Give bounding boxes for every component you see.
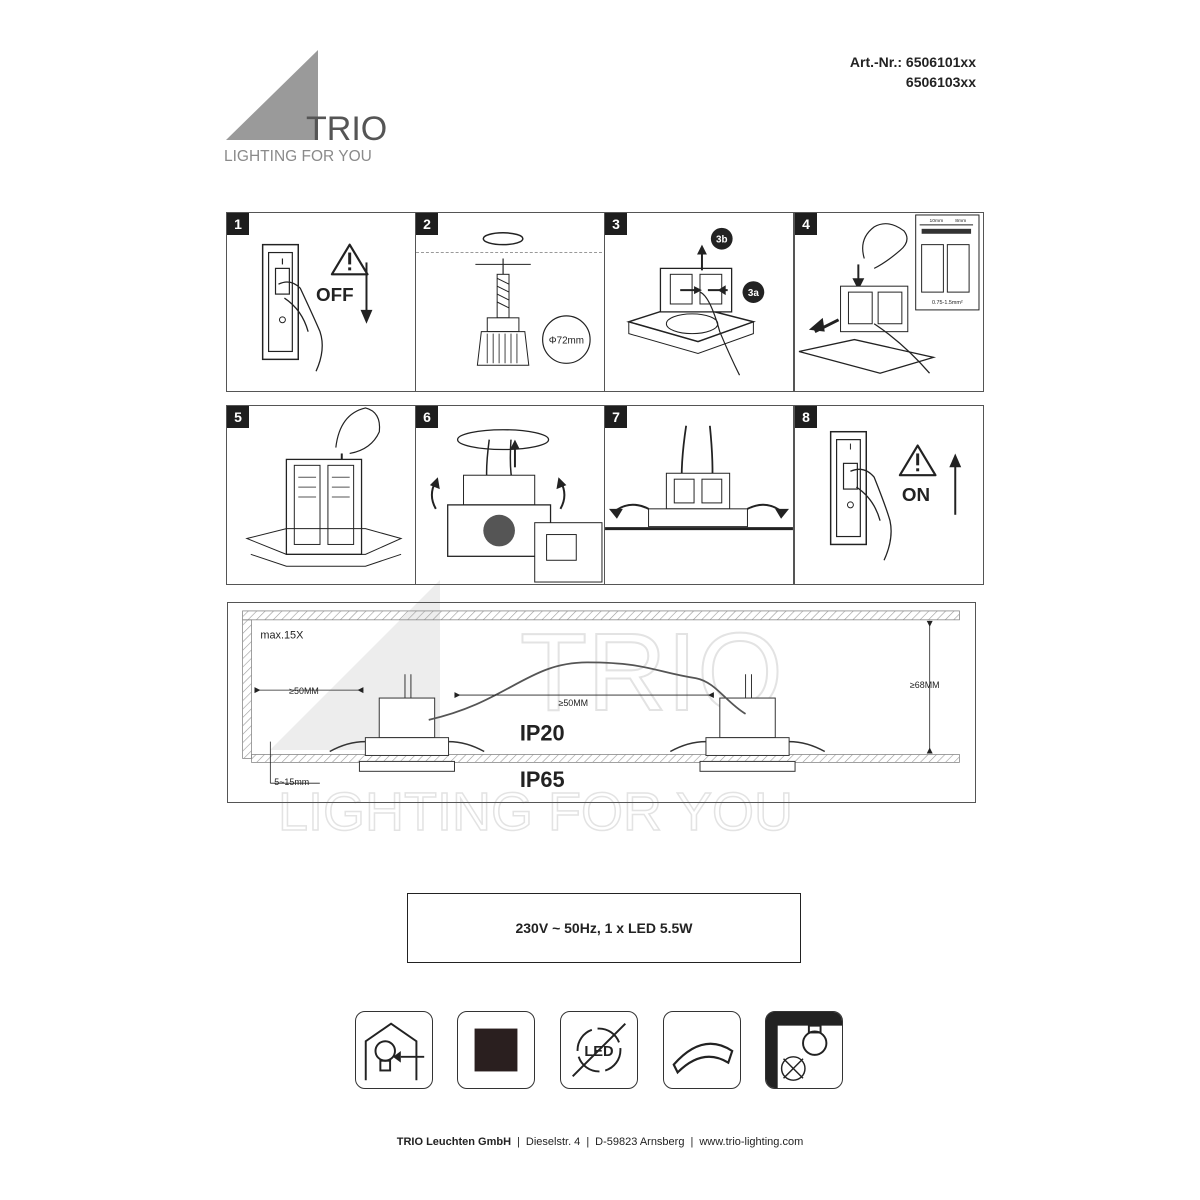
switch-on-illustration: ON — [829, 430, 962, 561]
insert-fixture-illustration — [429, 429, 603, 583]
ip-above-label: IP20 — [520, 721, 565, 746]
switch-off-illustration: OFF — [261, 243, 373, 372]
fixture-left — [329, 674, 485, 772]
step-number: 4 — [795, 213, 817, 235]
step-1-panel: 1 OFF — [226, 212, 416, 392]
wall-distance-label: ≥50MM — [289, 686, 319, 696]
arrow-up-icon — [949, 453, 962, 515]
footer-website[interactable]: www.trio-lighting.com — [699, 1136, 804, 1148]
logo-brand-name: TRIO — [306, 110, 387, 148]
off-label: OFF — [316, 284, 354, 305]
springs-release-illustration — [605, 425, 793, 531]
height-label: ≥68MM — [910, 680, 940, 690]
max-count-label: max.15X — [260, 630, 304, 642]
footer-company: TRIO Leuchten GmbH — [396, 1136, 512, 1148]
step-5-panel: 5 — [226, 405, 416, 585]
art-number-2: 6506103xx — [905, 74, 976, 90]
art-number-1: 6506101xx — [905, 54, 976, 70]
hole-diameter-label: Φ72mm — [549, 336, 584, 347]
step-number: 2 — [416, 213, 438, 235]
strip-length-a: 10mm — [930, 218, 944, 224]
wire-range-label: 0.75-1.5mm² — [932, 300, 963, 306]
step-2-panel: 2 Φ72mm — [415, 212, 605, 392]
article-numbers: Art.-Nr.: 6506101xx 6506103xx — [850, 52, 976, 92]
footer: TRIO Leuchten GmbH|Dieselstr. 4|D-59823 … — [396, 1136, 804, 1148]
step-number: 5 — [227, 406, 249, 428]
fixture-distance-label: ≥50MM — [558, 698, 588, 708]
step-number: 3 — [605, 213, 627, 235]
svg-text:LED: LED — [584, 1044, 613, 1060]
close-terminal-illustration — [245, 407, 403, 567]
strip-length-b: 8mm — [955, 218, 966, 224]
step-6-panel: 6 — [415, 405, 605, 585]
footer-street: Dieselstr. 4 — [525, 1136, 581, 1148]
art-label: Art.-Nr.: — [849, 54, 903, 70]
specification-box: 230V ~ 50Hz, 1 x LED 5.5W — [407, 893, 801, 963]
footer-city: D-59823 Arnsberg — [595, 1136, 685, 1148]
arrow-down-icon — [360, 262, 373, 324]
step-8-panel: 8 ON — [794, 405, 984, 585]
indoor-bulb-icon — [355, 1011, 433, 1089]
step-number: 1 — [227, 213, 249, 235]
square-black-icon — [457, 1011, 535, 1089]
step-number: 6 — [416, 406, 438, 428]
swivel-arc-icon — [663, 1011, 741, 1089]
warning-triangle-icon — [330, 243, 369, 276]
step-3a-label: 3a — [748, 288, 759, 299]
fixture-right — [669, 674, 826, 772]
step-3-panel: 3 3b 3a — [604, 212, 794, 392]
installation-drawing: max.15X ≥50MM ≥50MM — [242, 610, 960, 792]
trio-logo: TRIO LIGHTING FOR YOU — [224, 50, 387, 165]
open-terminal-illustration: 3b 3a — [626, 227, 765, 376]
on-label: ON — [902, 484, 930, 505]
installation-diagram: max.15X ≥50MM ≥50MM — [227, 602, 976, 803]
led-not-replaceable-icon: LED — [560, 1011, 638, 1089]
connect-wires-illustration: 10mm 8mm 0.75-1.5mm² — [798, 214, 980, 374]
ceiling-thickness-label: 5~15mm — [274, 777, 309, 787]
step-4-panel: 4 10mm 8mm 0.75-1.5mm² — [794, 212, 984, 392]
step-number: 7 — [605, 406, 627, 428]
drill-hole-illustration: Φ72mm — [416, 232, 604, 366]
step-number: 8 — [795, 406, 817, 428]
step-3b-label: 3b — [716, 235, 728, 246]
warning-triangle-icon — [898, 444, 937, 477]
ip-below-label: IP65 — [520, 767, 565, 792]
step-7-panel: 7 — [604, 405, 794, 585]
logo-tagline: LIGHTING FOR YOU — [224, 148, 372, 165]
no-insulation-cover-icon — [765, 1011, 843, 1089]
